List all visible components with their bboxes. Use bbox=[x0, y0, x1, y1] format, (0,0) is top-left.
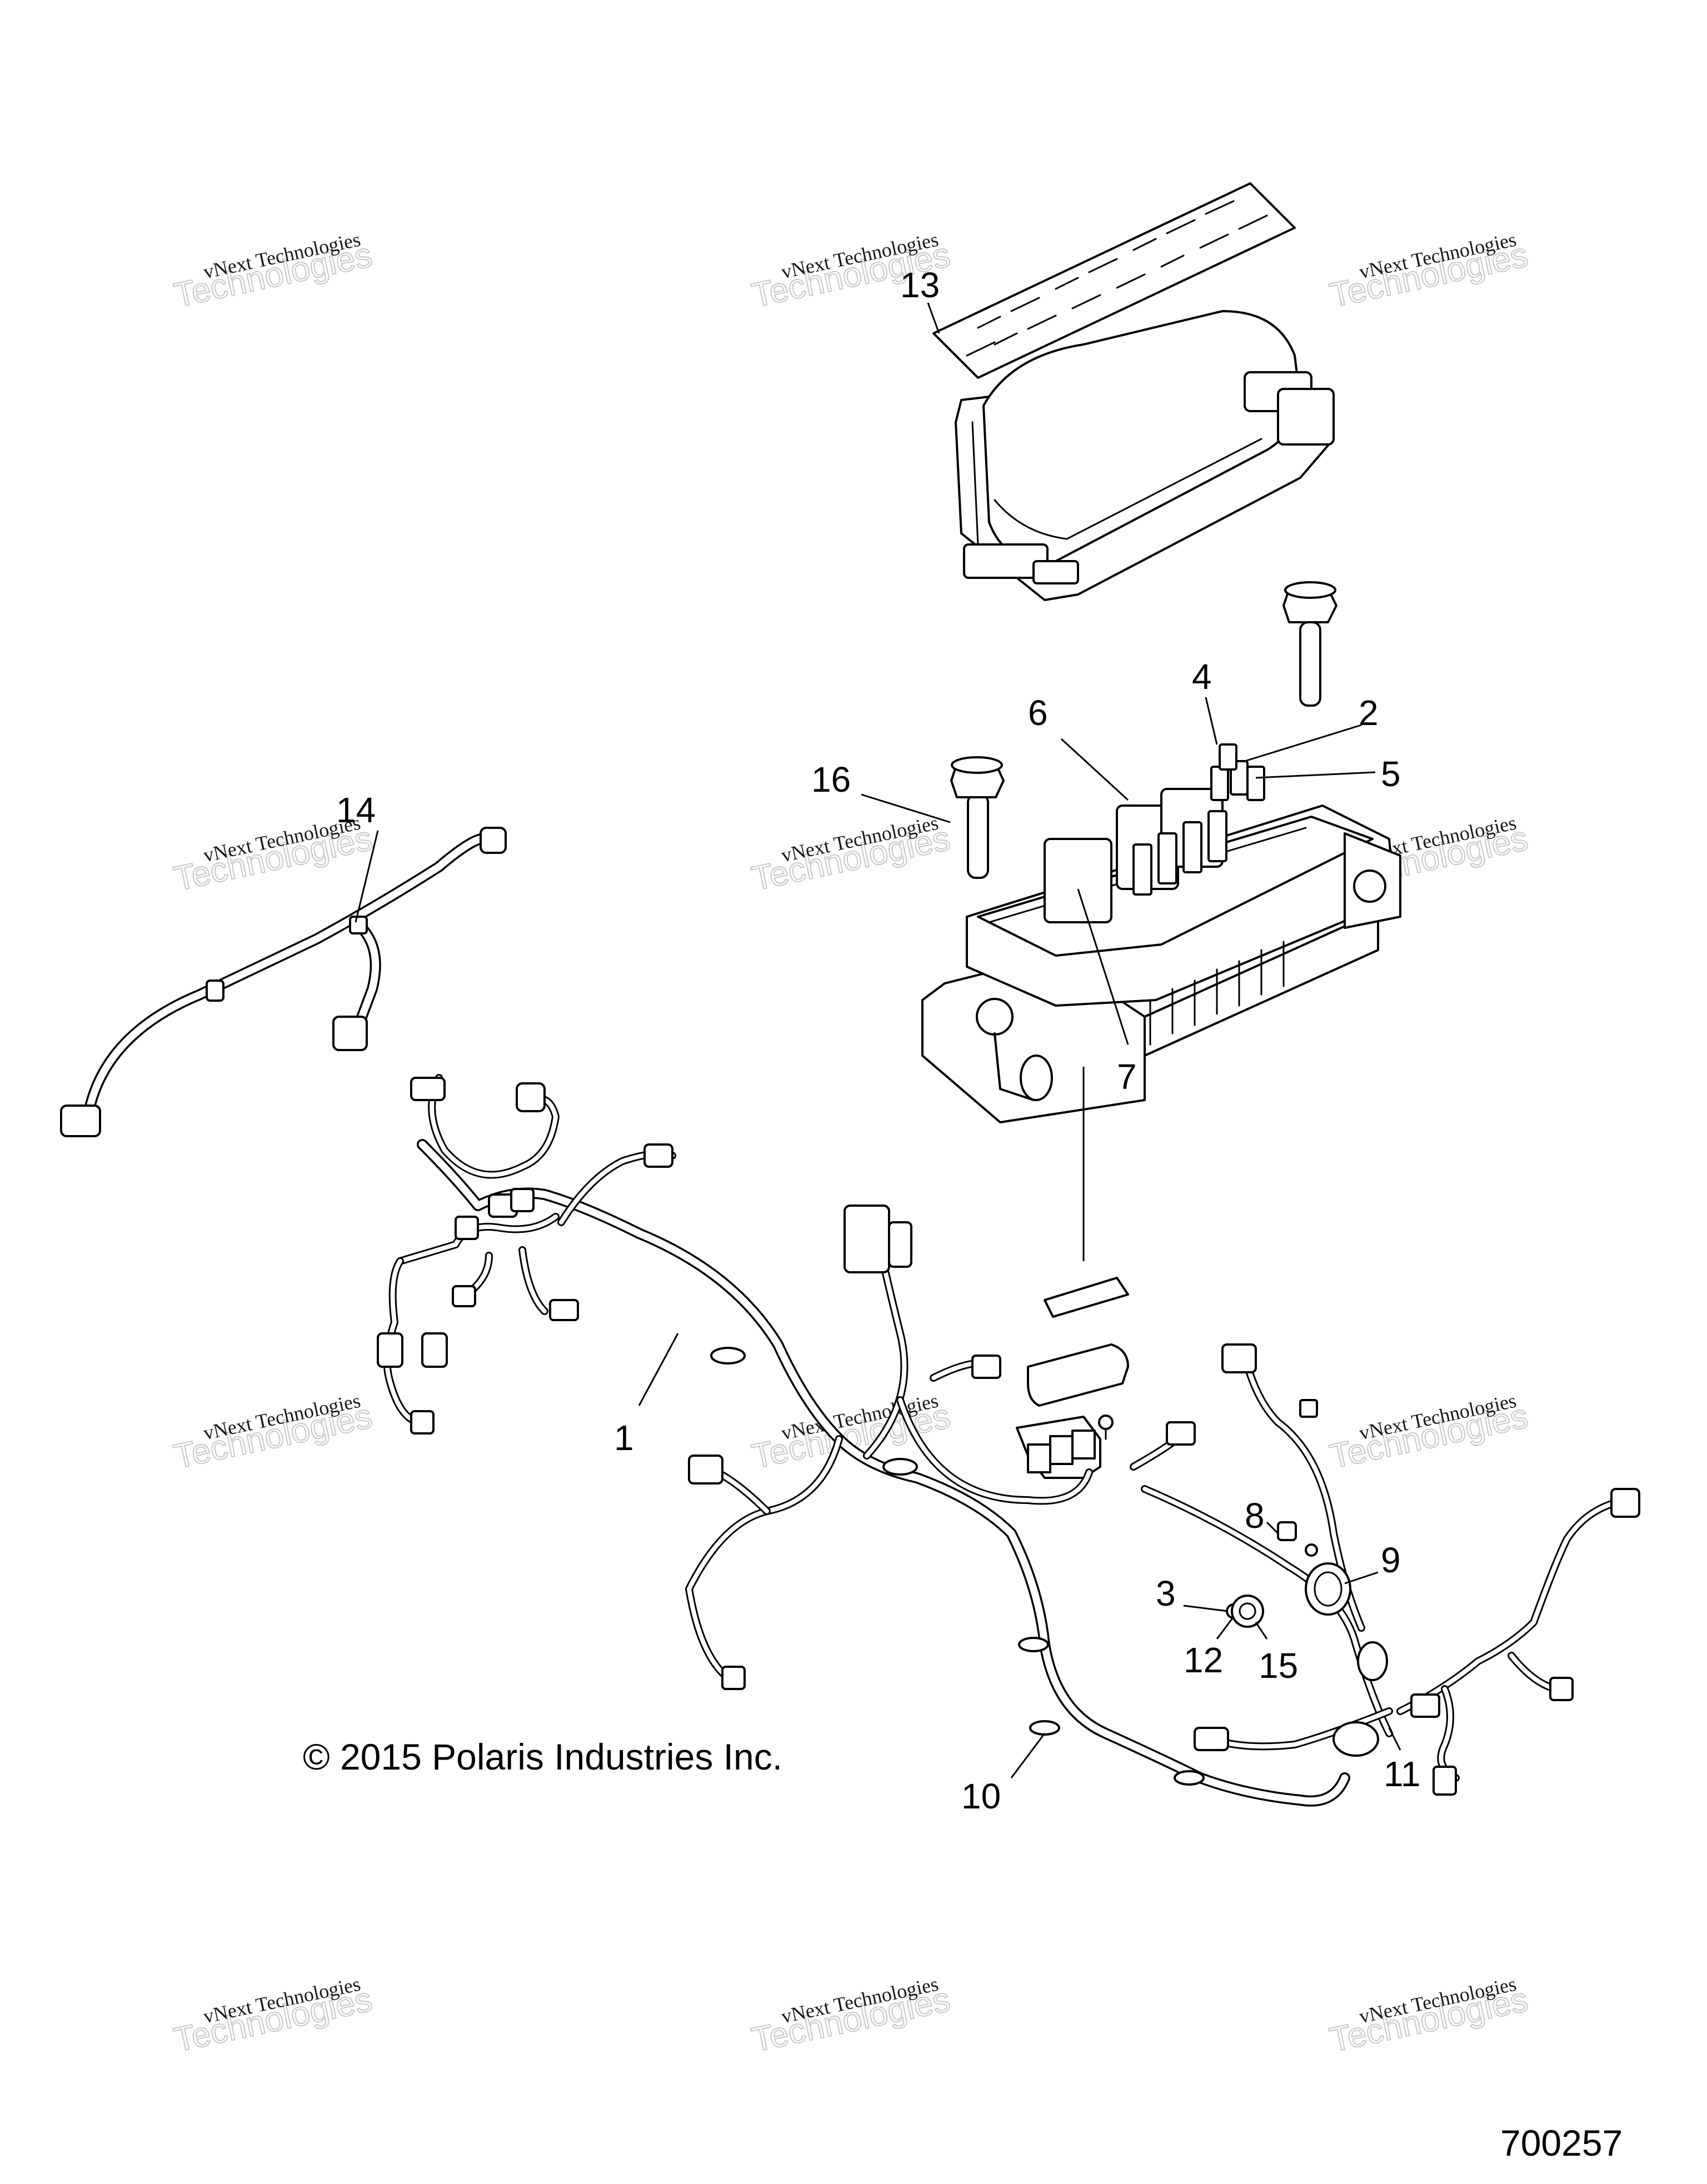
fuse-box-base bbox=[921, 743, 1401, 1123]
fuse-block-assembly bbox=[1016, 1067, 1129, 1479]
harness-14 bbox=[60, 827, 507, 1137]
part-8 bbox=[1277, 1521, 1297, 1541]
part-15 bbox=[1231, 1595, 1264, 1628]
watermark-9: Technologies vNext Technologies bbox=[1326, 1390, 1531, 1477]
callout-6: 6 bbox=[1028, 693, 1048, 733]
document-number: 700257 bbox=[1500, 2122, 1623, 2163]
callout-13: 13 bbox=[900, 265, 940, 305]
callout-2: 2 bbox=[1359, 693, 1379, 733]
watermarks: Technologies vNext Technologies Technolo… bbox=[170, 228, 1531, 2060]
copyright-notice: © 2015 Polaris Industries Inc. bbox=[303, 1736, 782, 1777]
main-harness bbox=[377, 1074, 1640, 1807]
bolt-16 bbox=[950, 756, 1005, 879]
watermark-8: Technologies vNext Technologies bbox=[748, 1390, 954, 1477]
callout-3: 3 bbox=[1156, 1573, 1176, 1613]
fuse-label-decal bbox=[932, 182, 1296, 379]
callout-12: 12 bbox=[1184, 1640, 1223, 1680]
watermark-11: Technologies vNext Technologies bbox=[748, 1973, 954, 2060]
callout-1: 1 bbox=[614, 1418, 634, 1458]
callout-4: 4 bbox=[1192, 657, 1212, 697]
callout-16: 16 bbox=[811, 759, 851, 799]
watermark-12: Technologies vNext Technologies bbox=[1326, 1973, 1531, 2060]
callout-5: 5 bbox=[1381, 754, 1401, 794]
leader-lines bbox=[355, 302, 1401, 1778]
fuse-box-cover bbox=[955, 310, 1335, 601]
relays bbox=[1044, 743, 1265, 923]
callout-15: 15 bbox=[1259, 1646, 1298, 1686]
callout-9: 9 bbox=[1381, 1540, 1401, 1580]
watermark-5: Technologies vNext Technologies bbox=[748, 812, 954, 899]
callout-8: 8 bbox=[1245, 1496, 1265, 1536]
watermark-3: Technologies vNext Technologies bbox=[1326, 228, 1531, 316]
bolt-upper bbox=[1282, 581, 1337, 707]
callout-14: 14 bbox=[336, 790, 376, 830]
callout-10: 10 bbox=[961, 1776, 1001, 1816]
callout-labels: 1 2 3 4 5 6 7 8 9 10 11 12 13 14 15 16 bbox=[336, 265, 1420, 1816]
callout-7: 7 bbox=[1117, 1057, 1137, 1097]
callout-11: 11 bbox=[1384, 1754, 1420, 1794]
watermark-10: Technologies vNext Technologies bbox=[170, 1973, 376, 2060]
watermark-7: Technologies vNext Technologies bbox=[170, 1390, 376, 1477]
watermark-1: Technologies vNext Technologies bbox=[170, 228, 376, 316]
